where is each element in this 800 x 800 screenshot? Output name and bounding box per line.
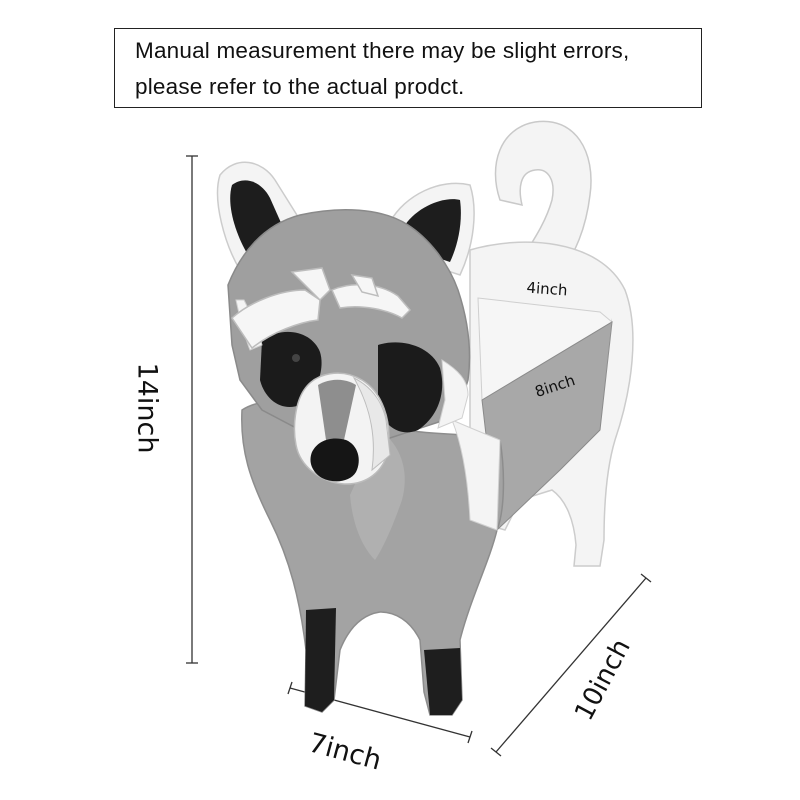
raccoon-paws <box>305 608 462 715</box>
raccoon-head <box>227 208 471 485</box>
height-dimension-line <box>186 155 198 664</box>
depth-dimension-line <box>490 573 652 757</box>
height-label: 14inch <box>131 362 163 454</box>
notice-line-2: please refer to the actual prodct. <box>135 74 465 99</box>
eye-highlight-icon <box>292 354 300 362</box>
measurement-notice: Manual measurement there may be slight e… <box>114 28 702 108</box>
notice-line-1: Manual measurement there may be slight e… <box>135 38 630 63</box>
raccoon-ears <box>216 161 475 276</box>
box-width-label: 4inch <box>525 278 569 300</box>
planter-box <box>477 297 613 532</box>
